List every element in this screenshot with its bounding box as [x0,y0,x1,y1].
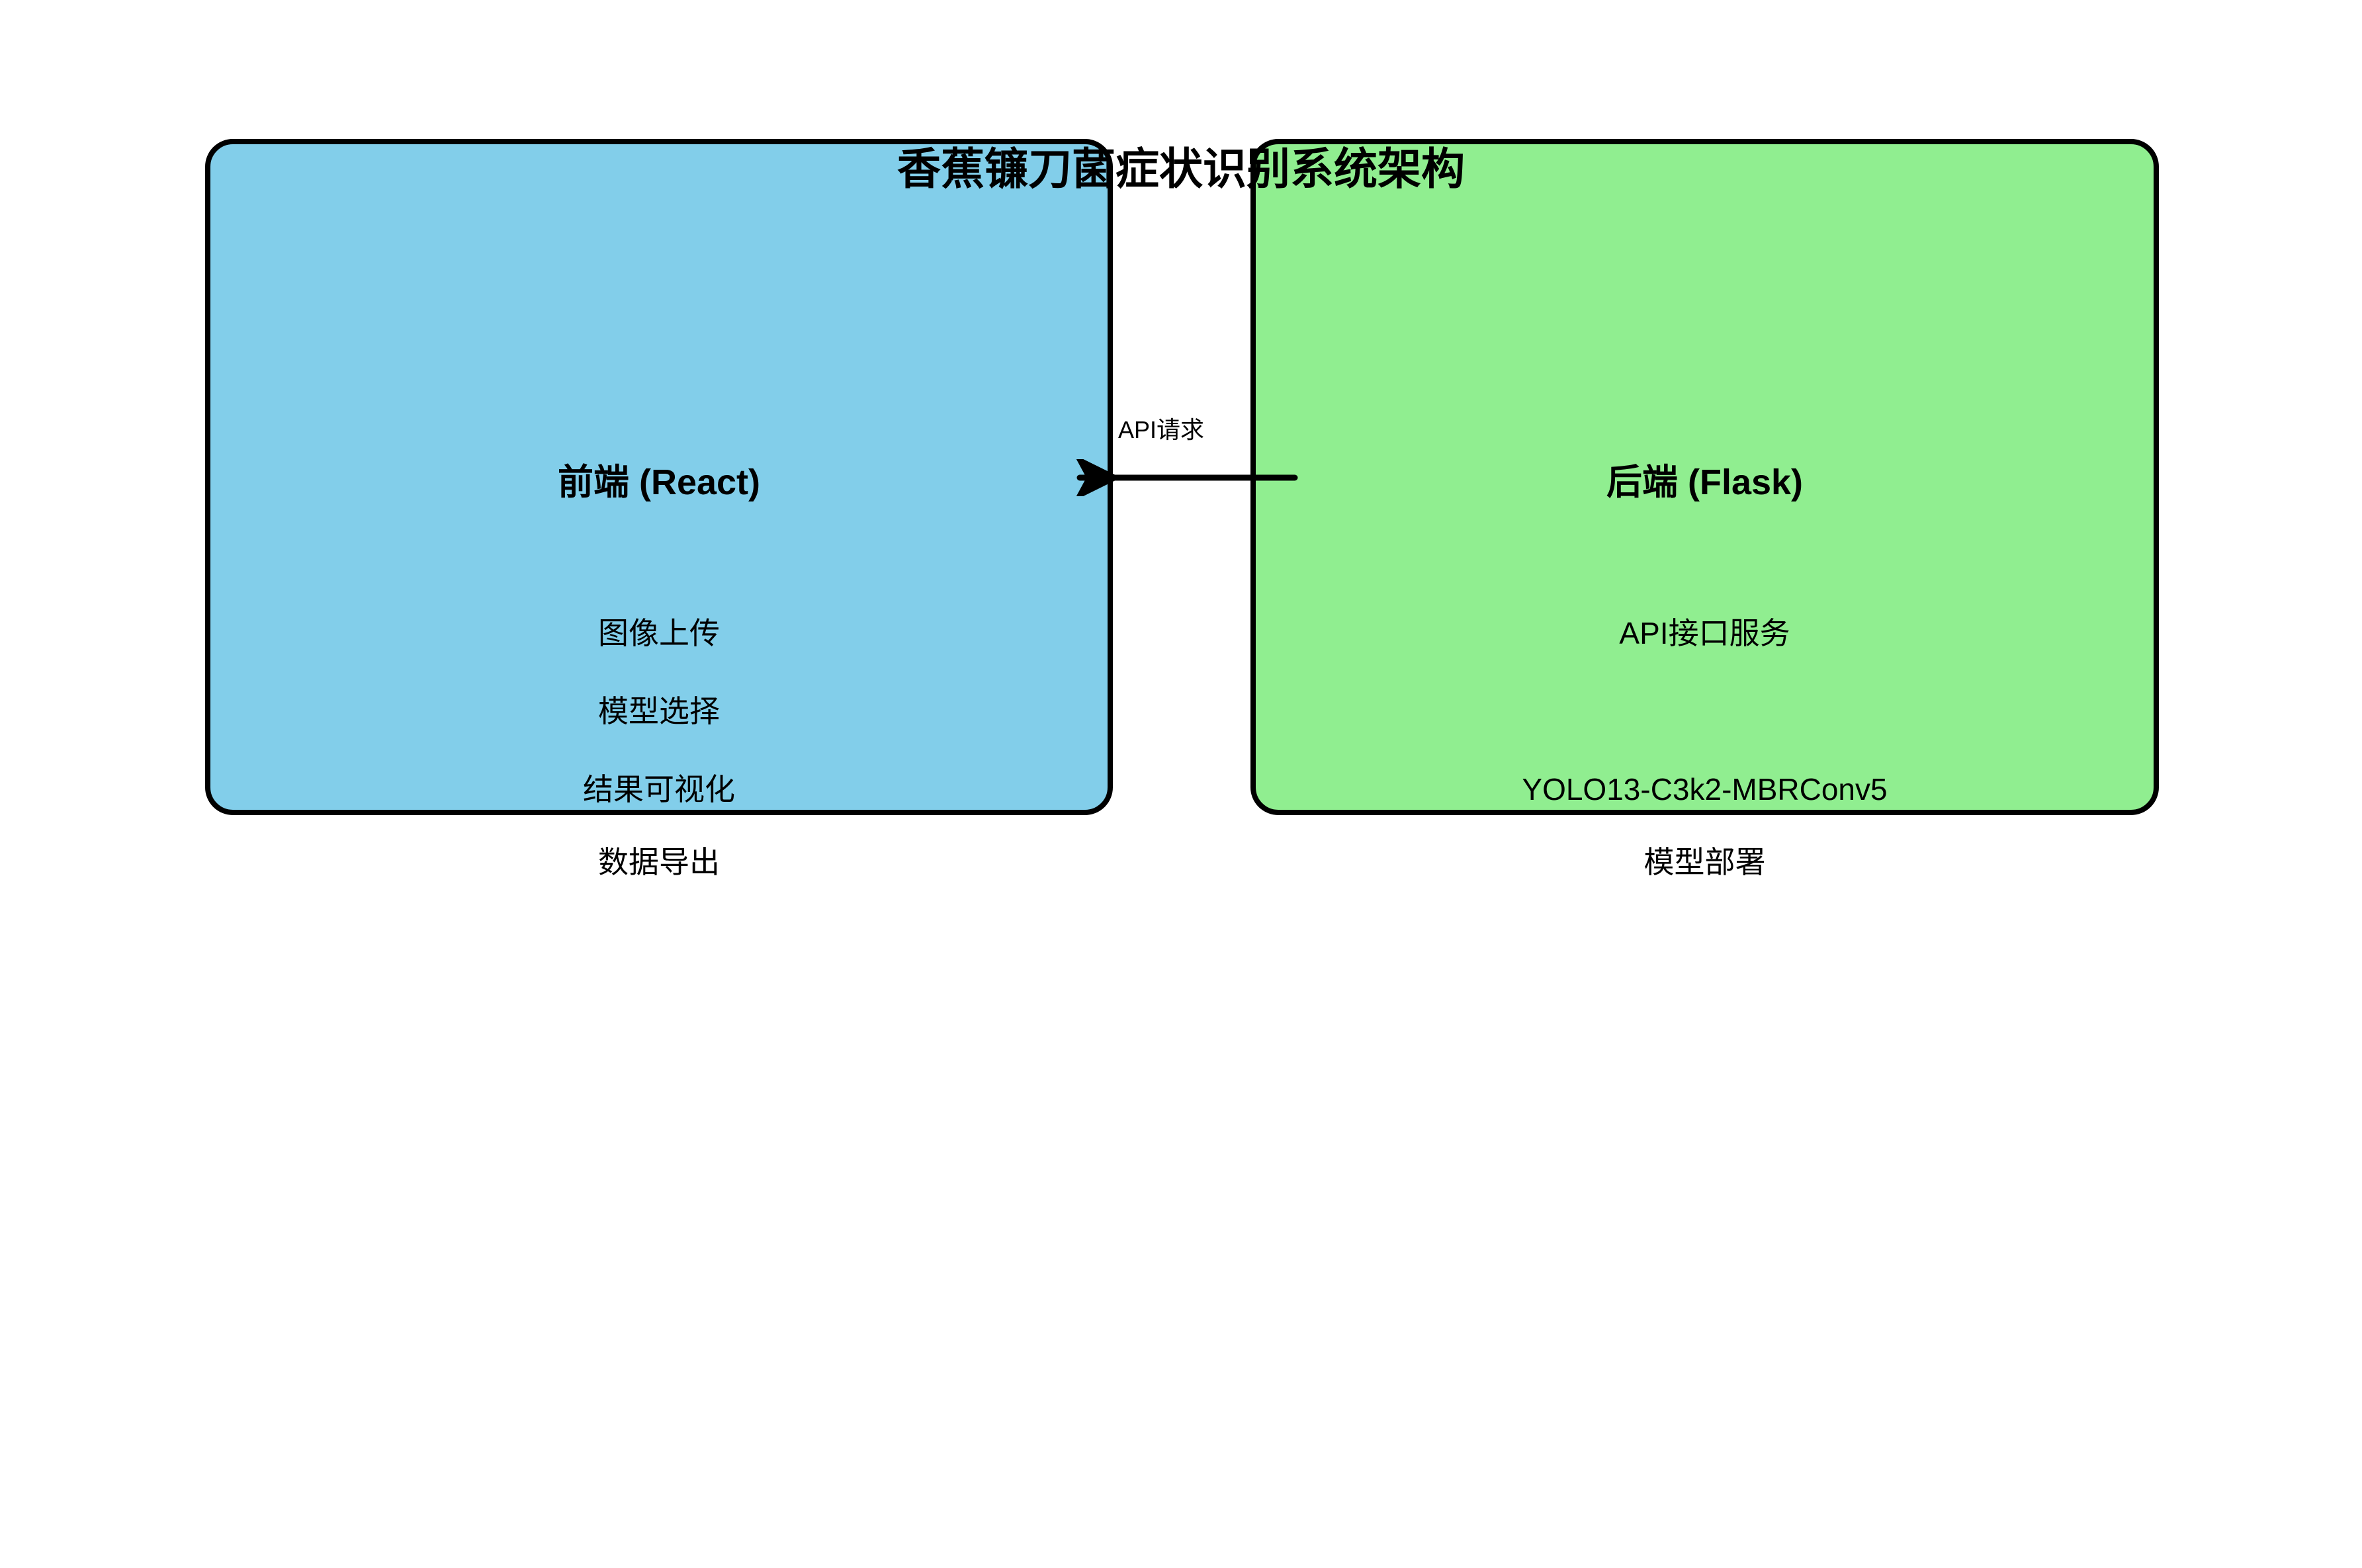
frontend-node-title: 前端 (React) [557,462,761,502]
frontend-item-model-selection: 模型选择 [598,694,720,728]
backend-node-box[interactable]: 后端 (Flask) API接口服务 YOLO13-C3k2-MBRConv5 [1250,139,2159,815]
frontend-item-image-upload: 图像上传 [598,616,720,650]
api-request-arrow [1074,459,1298,496]
page-title: 香蕉镰刀菌症状识别系统架构 [897,144,1465,193]
backend-item-api-service: API接口服务 [1619,616,1790,650]
backend-node-title: 后端 (Flask) [1606,462,1804,502]
frontend-item-result-visualization: 结果可视化 [583,772,735,806]
frontend-node-box[interactable]: 前端 (React) 图像上传 模型选择 结果可视化 [205,139,1113,815]
backend-node-caption: 模型部署 [1643,845,1766,879]
frontend-node-caption: 数据导出 [598,845,720,879]
api-request-arrow-label: API请求 [1118,416,1205,443]
backend-item-model-name: YOLO13-C3k2-MBRConv5 [1522,772,1888,806]
